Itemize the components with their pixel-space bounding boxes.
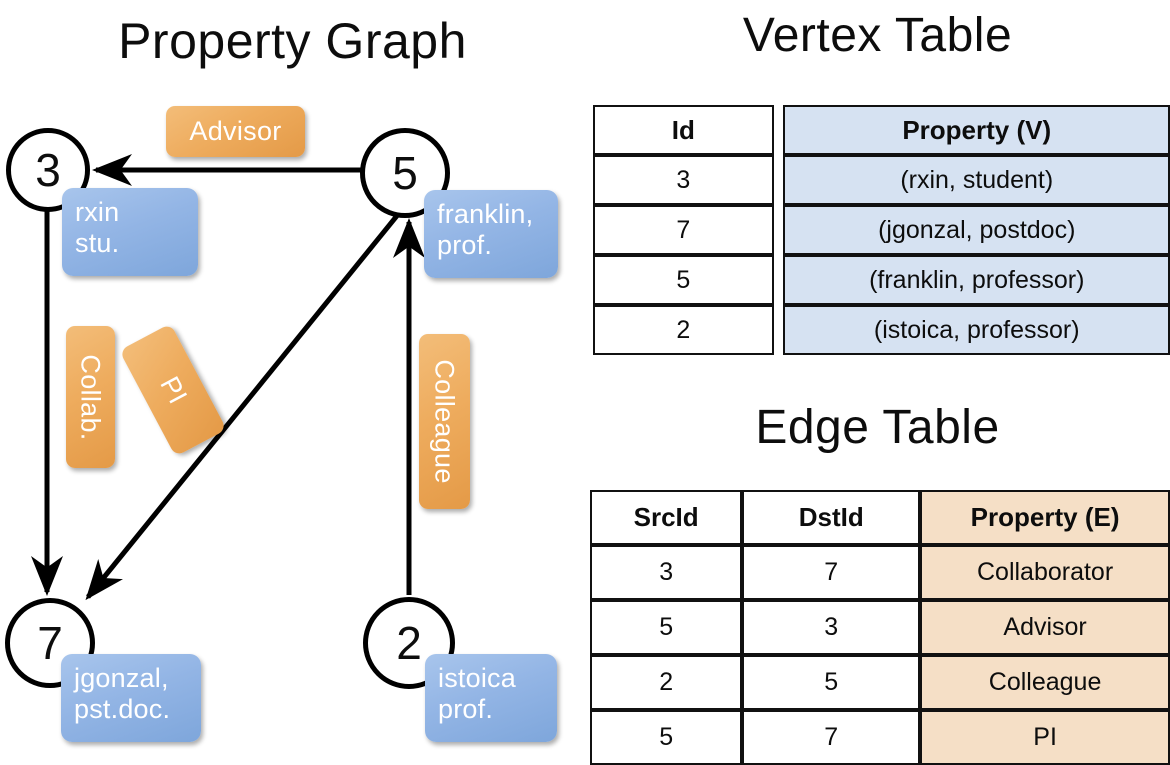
graph-node-5[interactable]: 5 xyxy=(360,128,450,218)
vertex-table-column-gap xyxy=(773,155,784,205)
page-title-vertex-table: Vertex Table xyxy=(742,9,1013,62)
edge-badge-advisor[interactable]: Advisor xyxy=(166,106,305,157)
edge-row-2-dst: 5 xyxy=(742,655,921,710)
vertex-table-column-gap xyxy=(773,305,784,355)
vertex-table-column-gap xyxy=(773,105,784,155)
table-row[interactable]: 2 (istoica, professor) xyxy=(593,305,1170,355)
vertex-table-column-gap xyxy=(773,205,784,255)
edge-row-0-src: 3 xyxy=(590,545,743,600)
edge-row-1-property: Advisor xyxy=(920,600,1170,655)
vertex-table-column-gap xyxy=(773,255,784,305)
vertex-badge-istoica-line2: prof. xyxy=(438,694,494,725)
edge-badge-colleague-label: Colleague xyxy=(430,359,461,484)
table-row[interactable]: 3 (rxin, student) xyxy=(593,155,1170,205)
edge-table-header-dstid: DstId xyxy=(742,490,921,545)
vertex-row-3-property: (istoica, professor) xyxy=(783,305,1170,355)
vertex-row-2-property: (franklin, professor) xyxy=(783,255,1170,305)
edge-line-pi xyxy=(85,210,402,601)
graph-node-2-label: 2 xyxy=(396,617,422,669)
edge-row-3-src: 5 xyxy=(590,710,743,765)
vertex-badge-rxin[interactable]: rxin stu. xyxy=(62,188,198,276)
table-row[interactable]: 7 (jgonzal, postdoc) xyxy=(593,205,1170,255)
table-row[interactable]: 5 7 PI xyxy=(590,710,1170,765)
vertex-badge-jgonzal-line1: jgonzal, xyxy=(74,663,169,693)
edge-badge-collab-label: Collab. xyxy=(76,353,106,441)
vertex-table-header-property: Property (V) xyxy=(783,105,1170,155)
edge-badge-colleague[interactable]: Colleague xyxy=(419,334,470,509)
graph-node-7-label: 7 xyxy=(37,617,63,669)
edge-badge-collab[interactable]: Collab. xyxy=(66,326,115,468)
edge-row-0-property: Collaborator xyxy=(920,545,1170,600)
page-title-property-graph: Property Graph xyxy=(118,13,467,69)
vertex-badge-istoica[interactable]: istoica prof. xyxy=(425,654,557,742)
edge-table-header-row: SrcId DstId Property (E) xyxy=(590,490,1170,545)
edge-row-2-property: Colleague xyxy=(920,655,1170,710)
edge-badge-advisor-label: Advisor xyxy=(189,116,282,146)
edge-row-2-src: 2 xyxy=(590,655,743,710)
vertex-table: Id Property (V) 3 (rxin, student) 7 (jgo… xyxy=(593,105,1170,355)
vertex-badge-franklin-line2: prof. xyxy=(437,230,493,261)
vertex-badge-franklin[interactable]: franklin, prof. xyxy=(424,190,558,278)
edge-badge-pi-label: PI xyxy=(154,371,193,409)
vertex-badge-istoica-line1: istoica xyxy=(438,663,516,693)
graph-node-5-label: 5 xyxy=(392,147,418,199)
vertex-badge-rxin-line2: stu. xyxy=(75,228,120,259)
edge-row-0-dst: 7 xyxy=(742,545,921,600)
edge-row-3-property: PI xyxy=(920,710,1170,765)
graph-node-3-label: 3 xyxy=(35,144,61,196)
table-row[interactable]: 5 3 Advisor xyxy=(590,600,1170,655)
vertex-badge-rxin-line1: rxin xyxy=(75,197,120,227)
table-row[interactable]: 2 5 Colleague xyxy=(590,655,1170,710)
property-graph-diagram: 3 5 7 2 rxin stu. franklin, prof. jgonza… xyxy=(0,0,585,760)
vertex-row-0-property: (rxin, student) xyxy=(783,155,1170,205)
vertex-row-3-id: 2 xyxy=(593,305,774,355)
edge-table: SrcId DstId Property (E) 3 7 Collaborato… xyxy=(590,490,1170,765)
table-row[interactable]: 5 (franklin, professor) xyxy=(593,255,1170,305)
graph-edge-lines xyxy=(31,154,425,601)
page-title-edge-table: Edge Table xyxy=(755,401,1000,454)
vertex-badge-franklin-line1: franklin, xyxy=(437,199,534,229)
graph-node-2[interactable]: 2 xyxy=(363,597,455,689)
edge-table-header-srcid: SrcId xyxy=(590,490,743,545)
edge-row-3-dst: 7 xyxy=(742,710,921,765)
vertex-row-0-id: 3 xyxy=(593,155,774,205)
vertex-badge-jgonzal-line2: pst.doc. xyxy=(74,694,171,725)
table-row[interactable]: 3 7 Collaborator xyxy=(590,545,1170,600)
edge-row-1-src: 5 xyxy=(590,600,743,655)
vertex-row-2-id: 5 xyxy=(593,255,774,305)
vertex-table-header-row: Id Property (V) xyxy=(593,105,1170,155)
edge-table-header-property: Property (E) xyxy=(920,490,1170,545)
edge-row-1-dst: 3 xyxy=(742,600,921,655)
vertex-badge-jgonzal[interactable]: jgonzal, pst.doc. xyxy=(61,654,201,742)
vertex-row-1-id: 7 xyxy=(593,205,774,255)
vertex-row-1-property: (jgonzal, postdoc) xyxy=(783,205,1170,255)
vertex-table-header-id: Id xyxy=(593,105,774,155)
